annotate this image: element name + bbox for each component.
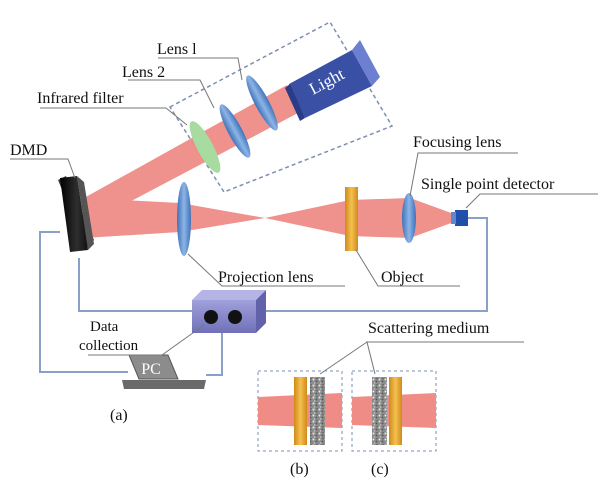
pc-to-daq-wire xyxy=(206,333,223,376)
label-projection-lens: Projection lens xyxy=(218,269,314,286)
inset-c-scattering-medium xyxy=(372,377,387,445)
projection-lens xyxy=(177,182,191,256)
label-lens1: Lens l xyxy=(157,41,197,58)
leader-projection-lens xyxy=(187,253,345,287)
daq-port-right xyxy=(228,310,242,324)
illumination-module-box xyxy=(168,21,394,193)
label-panel-c: (c) xyxy=(371,461,389,478)
light-beams xyxy=(84,85,454,238)
dmd-face xyxy=(60,176,88,252)
light-source-top xyxy=(352,40,380,86)
light-source-aperture xyxy=(285,84,305,121)
leader-lens1 xyxy=(158,57,243,81)
leader-object xyxy=(355,249,460,287)
inset-b xyxy=(257,370,343,452)
pc-label: PC xyxy=(141,361,161,378)
lens-1 xyxy=(246,75,278,131)
label-panel-a: (a) xyxy=(110,407,128,424)
projection-beam xyxy=(84,198,454,238)
pc-base xyxy=(122,380,206,389)
label-infrared-filter: Infrared filter xyxy=(37,90,124,107)
dmd-edge xyxy=(77,176,94,250)
pc-laptop: PC xyxy=(122,354,206,389)
dmd-mirror xyxy=(58,176,94,252)
leader-lines xyxy=(10,57,598,375)
label-lens2: Lens 2 xyxy=(122,64,165,81)
leader-detector xyxy=(465,193,598,209)
daq-side xyxy=(256,290,266,333)
leader-scattering-b xyxy=(319,341,368,375)
leader-infrared-filter xyxy=(40,107,188,126)
inset-c-object xyxy=(389,377,402,445)
dmd-to-daq-wire xyxy=(78,258,192,312)
daq-front xyxy=(192,300,256,333)
lens-2 xyxy=(219,104,251,158)
label-scattering-medium: Scattering medium xyxy=(368,320,490,337)
dmd-to-pc-wire xyxy=(39,231,128,373)
leader-lens2 xyxy=(128,79,215,109)
inset-c xyxy=(351,370,437,452)
detector-body xyxy=(455,210,468,226)
daq-port-left xyxy=(204,310,218,324)
label-focusing-lens: Focusing lens xyxy=(413,134,501,151)
data-collection-unit xyxy=(192,290,266,333)
illumination-beam xyxy=(84,85,298,226)
label-dmd: DMD xyxy=(10,142,47,159)
daq-top xyxy=(192,290,266,300)
single-point-detector xyxy=(451,210,468,226)
leader-scattering-c xyxy=(366,341,376,375)
signal-wires xyxy=(39,217,488,376)
label-single-point-detector: Single point detector xyxy=(421,176,555,193)
label-data-collection-2: collection xyxy=(79,338,139,354)
leader-dmd xyxy=(10,158,76,179)
object xyxy=(345,187,358,251)
leader-focusing-lens xyxy=(409,152,518,197)
leader-data-collection xyxy=(88,324,205,356)
label-object: Object xyxy=(381,269,424,286)
label-panel-b: (b) xyxy=(290,461,309,478)
label-data-collection-1: Data xyxy=(90,319,119,335)
detector-to-daq-wire xyxy=(258,217,488,312)
detector-window xyxy=(451,212,456,224)
focusing-lens xyxy=(402,193,416,243)
infrared-filter xyxy=(189,121,221,173)
light-source-body xyxy=(289,50,372,118)
light-source: Light xyxy=(285,40,380,121)
inset-b-scattering-medium xyxy=(310,377,325,445)
inset-b-object xyxy=(294,377,307,445)
